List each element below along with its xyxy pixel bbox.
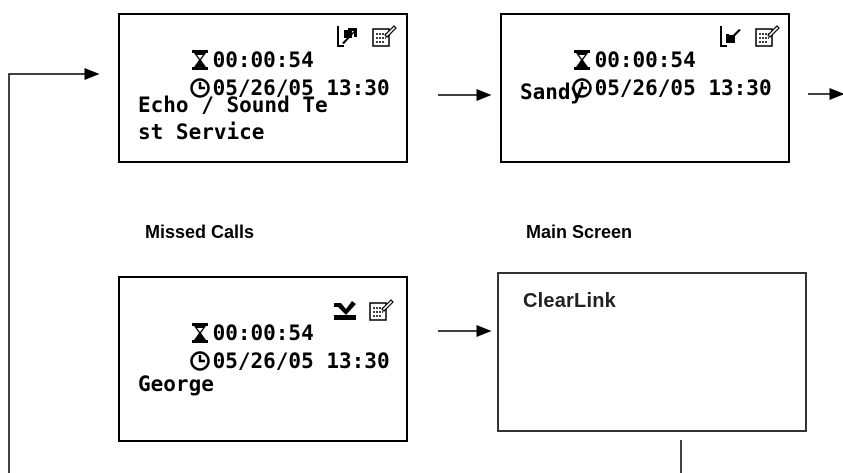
- screen-missed-call: 00:00:54 05/26/05 13:30 George: [118, 276, 408, 442]
- timer-row: 00:00:54: [520, 27, 696, 93]
- datetime-value: 05/26/05 13:30: [594, 76, 772, 100]
- screen-outgoing-call: 00:00:54 05/26/05 13:30 Echo / Sound Te …: [118, 13, 408, 163]
- timer-value: 00:00:54: [212, 48, 314, 72]
- caption-main-screen: Main Screen: [526, 222, 633, 242]
- timer-row: 00:00:54: [138, 27, 314, 93]
- notepad-icon: [754, 25, 780, 47]
- caller-line-2: st Service: [138, 120, 265, 144]
- screen-main: ClearLink: [497, 272, 807, 432]
- datetime-row: 05/26/05 13:30: [138, 55, 390, 121]
- caller-line-1: Sandy: [520, 80, 584, 104]
- screen-incoming-call: 00:00:54 05/26/05 13:30 Sandy: [500, 13, 790, 163]
- caller-line-1: George: [138, 372, 214, 396]
- datetime-value: 05/26/05 13:30: [212, 349, 390, 373]
- main-screen-title: ClearLink: [523, 290, 616, 312]
- timer-value: 00:00:54: [594, 48, 696, 72]
- caption-missed-calls: Missed Calls: [145, 222, 255, 242]
- datetime-value: 05/26/05 13:30: [212, 76, 390, 100]
- clock-icon: [571, 78, 592, 98]
- status-icons: [335, 24, 397, 48]
- loop-back-connector: [8, 68, 100, 473]
- datetime-row: 05/26/05 13:30: [520, 55, 772, 121]
- clock-icon: [189, 351, 210, 371]
- timer-value: 00:00:54: [212, 321, 314, 345]
- incoming-call-arrow-icon: [720, 26, 741, 47]
- datetime-row: 05/26/05 13:30: [138, 328, 390, 394]
- status-icons: [718, 24, 780, 48]
- clock-icon: [189, 78, 210, 98]
- outgoing-call-arrow-icon: [337, 26, 357, 47]
- missed-call-icon: [334, 301, 356, 320]
- hourglass-icon: [191, 50, 208, 70]
- notepad-icon: [368, 299, 394, 321]
- caller-line-1: Echo / Sound Te: [138, 93, 328, 117]
- timer-row: 00:00:54: [138, 300, 314, 366]
- hourglass-icon: [191, 323, 208, 343]
- status-icons: [332, 298, 394, 322]
- notepad-icon: [371, 25, 397, 47]
- hourglass-icon: [573, 50, 590, 70]
